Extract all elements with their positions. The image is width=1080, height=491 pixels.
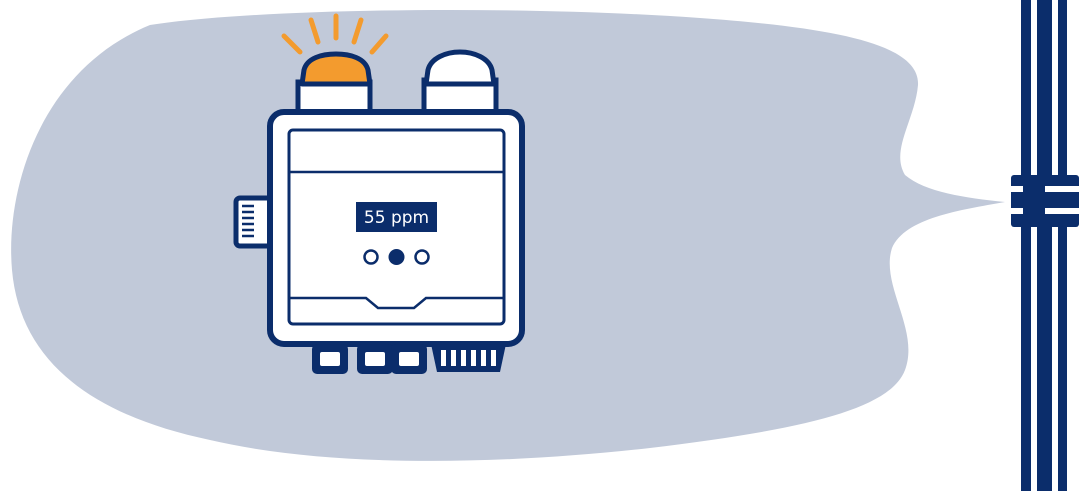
side-connector: [236, 198, 272, 246]
indicator-center: [389, 249, 405, 265]
cable-gland-1: [312, 342, 348, 374]
indicator-left: [365, 251, 378, 264]
gas-reading: 55 ppm: [364, 208, 429, 228]
indicator-buttons: [365, 249, 429, 265]
cable-glands: [312, 342, 506, 374]
cable-gland-2: [357, 342, 393, 374]
indicator-right: [416, 251, 429, 264]
reading-display: 55 ppm: [356, 202, 437, 232]
pipe: [1011, 0, 1079, 491]
pipe-coupling: [1011, 175, 1079, 227]
cable-gland-3: [391, 342, 427, 374]
ribbed-connector: [431, 344, 506, 372]
